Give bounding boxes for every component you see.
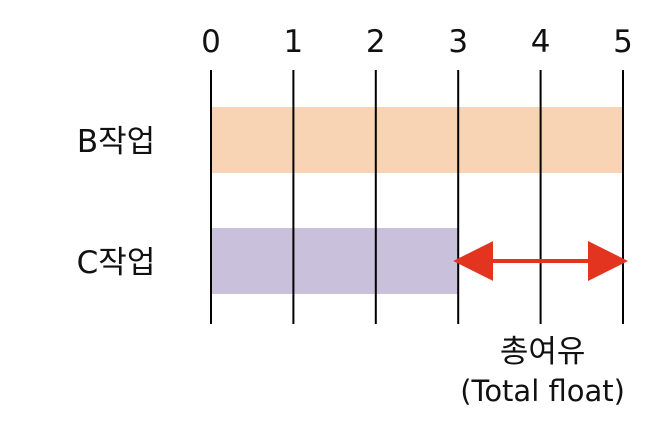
tick-label-5: 5 <box>613 24 633 60</box>
task-labels: B작업 C작업 <box>77 124 156 281</box>
task-label-1: C작업 <box>77 245 156 281</box>
tick-label-4: 4 <box>531 24 551 60</box>
task-bars <box>211 107 623 294</box>
task-label-0: B작업 <box>77 124 155 160</box>
task-bar-1 <box>211 228 459 294</box>
float-label-english: (Total float) <box>460 374 625 408</box>
float-annotation: 총여유 (Total float) <box>453 241 628 408</box>
float-label-korean: 총여유 <box>500 334 586 370</box>
tick-label-3: 3 <box>448 24 468 60</box>
vertical-gridlines <box>210 70 624 324</box>
tick-label-0: 0 <box>201 24 221 60</box>
task-bar-0 <box>211 107 623 173</box>
axis-tick-labels: 0 1 2 3 4 5 <box>201 24 633 60</box>
tick-label-2: 2 <box>366 24 386 60</box>
tick-label-1: 1 <box>284 24 304 60</box>
